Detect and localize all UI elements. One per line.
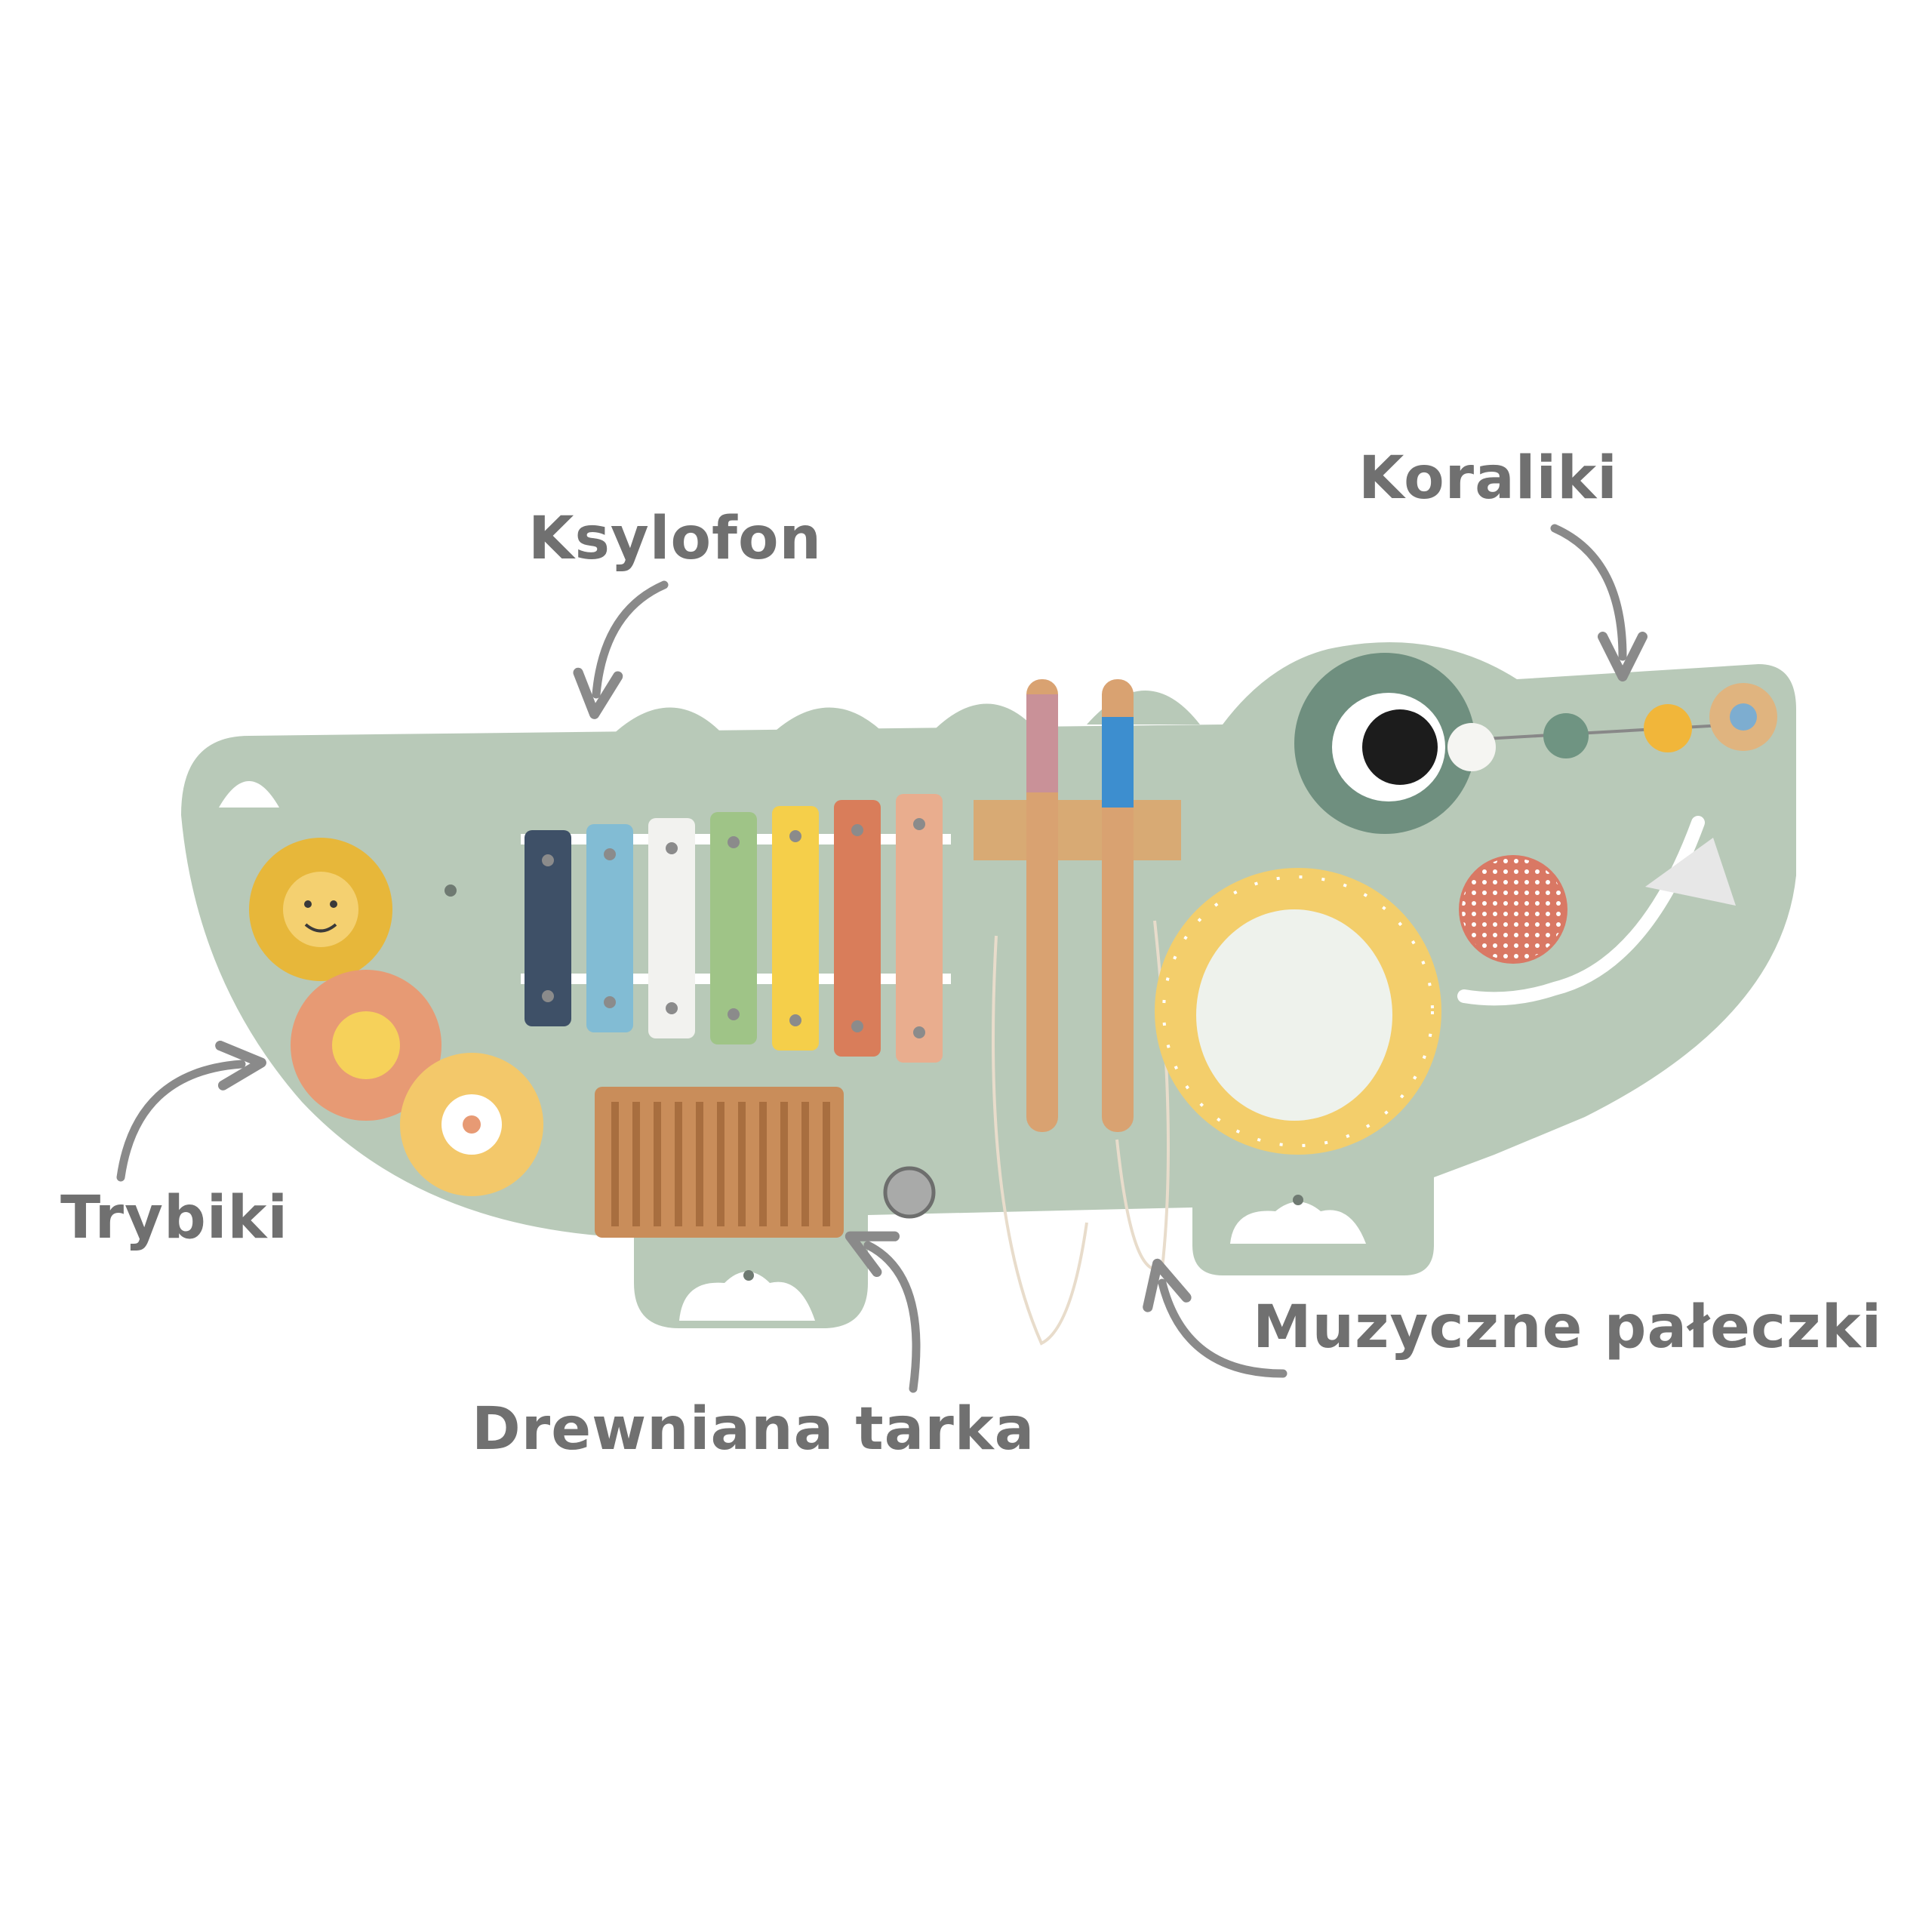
grater-ridge	[823, 1102, 830, 1226]
bead-yellow[interactable]	[1644, 704, 1692, 752]
crocodile-eye[interactable]	[1294, 653, 1475, 834]
grater-ridge	[632, 1102, 640, 1226]
sun-eye	[304, 900, 312, 908]
xylophone-rivet	[913, 1026, 925, 1038]
music-stick-pink-cap	[1026, 694, 1058, 792]
screw	[743, 1270, 754, 1281]
xylophone-bar[interactable]	[710, 812, 757, 1044]
flower-center	[332, 1011, 400, 1079]
label-ksylofon: Ksylofon	[528, 505, 822, 573]
bird-icon	[1730, 703, 1757, 731]
sun-smile	[304, 923, 337, 933]
xylophone-rivet	[542, 854, 554, 866]
sun-face	[283, 872, 358, 947]
xylophone-rivet	[728, 1008, 740, 1020]
xylophone-rivet	[728, 836, 740, 848]
arrow-koraliki	[1550, 524, 1647, 681]
xylophone-bar[interactable]	[834, 800, 881, 1057]
screw	[1293, 1195, 1303, 1205]
gears[interactable]	[249, 838, 543, 1196]
stick-string	[992, 935, 1088, 1346]
grater-ridge	[654, 1102, 661, 1226]
xylophone-rivet	[913, 818, 925, 830]
xylophone-rivet	[789, 1014, 801, 1026]
xylophone-bar[interactable]	[896, 794, 943, 1063]
xylophone-bar[interactable]	[772, 806, 819, 1051]
xylophone-rivet	[666, 842, 678, 854]
music-sticks[interactable]	[974, 679, 1181, 1346]
mirror	[1155, 868, 1441, 1155]
bead-white[interactable]	[1447, 723, 1496, 771]
foot-claws	[1230, 1201, 1366, 1244]
grater-ridge	[780, 1102, 788, 1226]
arrow-ksylofon	[573, 580, 669, 719]
eye-shine	[219, 781, 279, 808]
label-koraliki: Koraliki	[1358, 445, 1618, 512]
grater-ridge	[759, 1102, 767, 1226]
xylophone-rivet	[542, 990, 554, 1002]
grater-ridge	[801, 1102, 809, 1226]
xylophone-rivet	[851, 1020, 863, 1032]
arrow-drewniana-tarka	[844, 1231, 921, 1393]
xylophone[interactable]	[521, 794, 951, 1063]
screw	[445, 884, 457, 897]
tooth-slider[interactable]	[1645, 838, 1736, 906]
grater-ridge	[696, 1102, 703, 1226]
sun-eye	[330, 900, 337, 908]
xylophone-bar[interactable]	[648, 818, 695, 1038]
metal-bell[interactable]	[883, 1166, 936, 1219]
beads-track[interactable]	[1447, 683, 1777, 771]
daisy-center	[463, 1115, 481, 1134]
bead-green[interactable]	[1543, 713, 1589, 758]
xylophone-rivet	[851, 824, 863, 836]
xylophone-rivet	[666, 1002, 678, 1014]
grater-ridge	[611, 1102, 619, 1226]
xylophone-rivet	[789, 830, 801, 842]
label-drewniana-tarka: Drewniana tarka	[472, 1395, 1035, 1463]
xylophone-bar[interactable]	[586, 824, 633, 1032]
xylophone-bar[interactable]	[525, 830, 571, 1026]
grater-ridge	[675, 1102, 682, 1226]
foot-claws	[679, 1272, 815, 1321]
back-bump	[611, 707, 724, 736]
arrow-muzyczne-paleczki	[1143, 1258, 1287, 1378]
xylophone-rivet	[604, 848, 616, 860]
arrow-trybiki	[116, 1040, 266, 1182]
xylophone-rivet	[604, 996, 616, 1008]
music-stick-blue-cap	[1102, 717, 1134, 808]
grater-ridge	[717, 1102, 724, 1226]
dotted-spinner-pattern	[1462, 858, 1564, 961]
grater-ridge	[738, 1102, 746, 1226]
label-muzyczne-paleczki: Muzyczne pałeczki	[1253, 1294, 1882, 1361]
stick-holder	[974, 800, 1181, 860]
label-trybiki: Trybiki	[60, 1184, 288, 1252]
